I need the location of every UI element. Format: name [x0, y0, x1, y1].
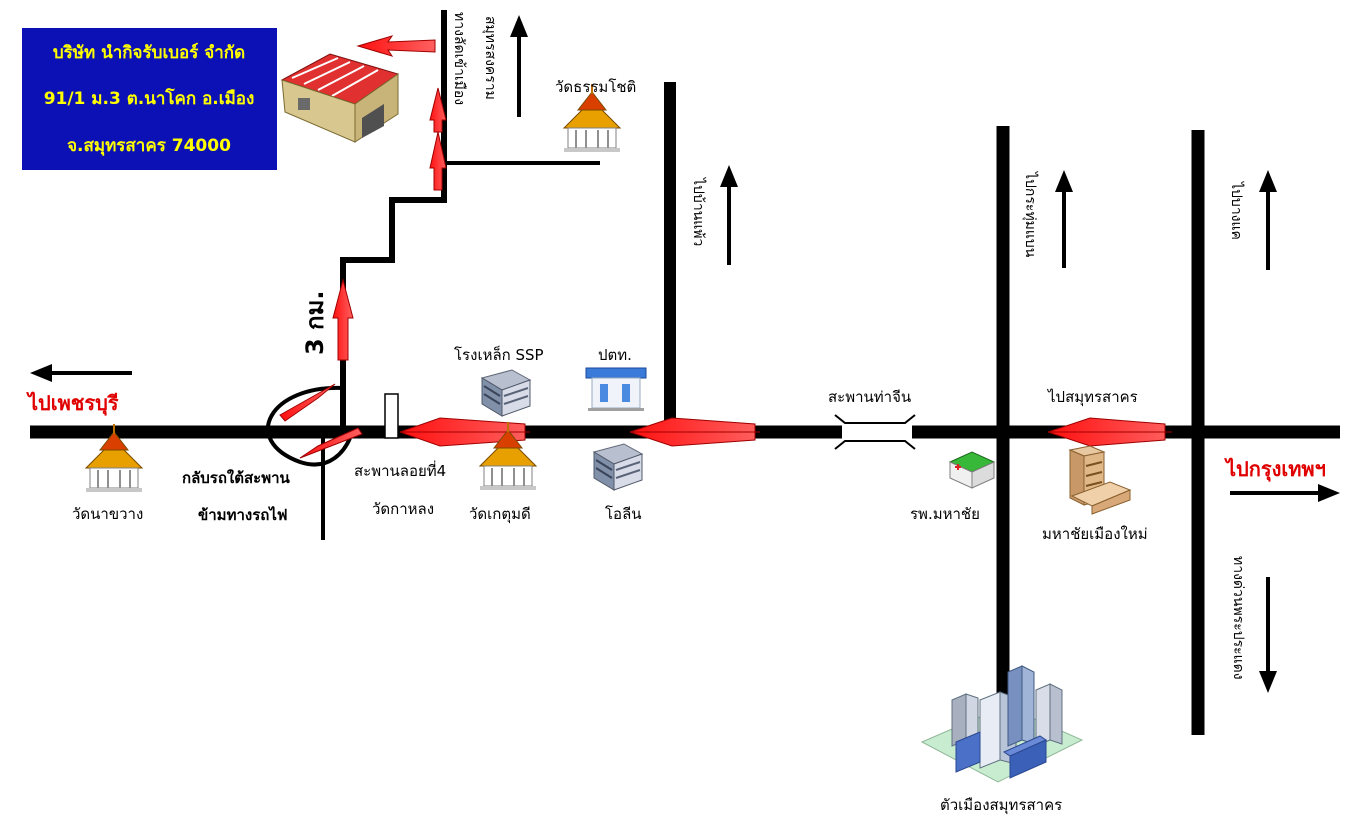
gas-station-icon — [585, 367, 647, 411]
arrow-up-icon — [1055, 170, 1073, 268]
route-arrow-icon — [399, 417, 530, 447]
to-bang-khae-label: ไปบางแค — [1228, 181, 1245, 240]
route-arrow-icon — [429, 87, 447, 133]
arrow-right-icon — [1230, 484, 1340, 502]
distance-label: 3 กม. — [301, 290, 329, 355]
mahachai-hospital-label: รพ.มหาชัย — [910, 505, 980, 523]
wat-ket-tumadi-label: วัดเกตุมดี — [469, 505, 531, 524]
direction-arrows — [30, 15, 1340, 693]
route-arrow-icon — [332, 278, 354, 361]
wat-kalong-label: วัดกาหลง — [372, 500, 434, 518]
to-bangkok-label: ไปกรุงเทพฯ — [1224, 457, 1326, 482]
route-arrow-icon — [1047, 417, 1172, 447]
factory-icon — [280, 53, 400, 143]
tha-chin-bridge-label: สะพานท่าจีน — [828, 388, 911, 406]
office-building-icon — [481, 369, 531, 417]
to-phetchaburi-label: ไปเพชรบุรี — [26, 391, 119, 416]
route-arrow-icon — [629, 417, 760, 447]
flyover-4-label: สะพานลอยที่4 — [354, 460, 446, 480]
office-building-icon — [593, 443, 643, 491]
u-turn-label-line1: กลับรถใต้สะพาน — [182, 469, 291, 487]
arrow-up-icon — [1259, 170, 1277, 270]
tha-chin-bridge-marker — [834, 414, 916, 450]
to-ban-phaeo-label: ไปบ้านแพ้ว — [690, 177, 707, 246]
route-arrows — [279, 35, 1172, 459]
steel-ssp-label: โรงเหล็ก SSP — [454, 345, 544, 364]
city-center-label: ตัวเมืองสมุทรสาคร — [940, 796, 1062, 815]
company-info-box: บริษัท นำกิจรับเบอร์ จำกัด 91/1 ม.3 ต.นา… — [22, 28, 277, 170]
arrow-down-icon — [1259, 577, 1277, 693]
to-samut-sakhon-label: ไปสมุทรสาคร — [1047, 388, 1138, 407]
arrow-up-icon — [720, 165, 738, 265]
route-arrow-icon — [356, 35, 436, 57]
u-turn-label-line2: ข้ามทางรถไฟ — [198, 505, 288, 524]
to-krathum-baen-label: ไปกระทุ่มแบน — [1022, 171, 1039, 258]
ptt-label: ปตท. — [598, 346, 632, 364]
company-province: จ.สมุทรสาคร 74000 — [67, 136, 231, 156]
arrow-left-icon — [30, 364, 132, 382]
city-bypass-label: ทางลัดเข้าเมือง — [451, 12, 467, 105]
to-samut-songkhram-label: สมุทรสงคราม — [482, 16, 498, 100]
company-name: บริษัท นำกิจรับเบอร์ จำกัด — [53, 42, 245, 63]
u-turn-loop — [266, 385, 352, 467]
wat-thammachot-label: วัดธรรมโชติ — [555, 78, 636, 96]
mahachai-building-icon — [1068, 445, 1132, 515]
route-arrow-icon — [299, 427, 363, 459]
hospital-icon — [948, 451, 996, 489]
arrow-up-icon — [510, 15, 528, 117]
city-skyline-icon — [920, 665, 1084, 783]
olean-label: โอลีน — [605, 505, 642, 523]
route-arrow-icon — [279, 383, 336, 422]
flyover-4-marker — [384, 393, 399, 439]
mahachai-muang-mai-label: มหาชัยเมืองใหม่ — [1042, 525, 1148, 543]
company-address: 91/1 ม.3 ต.นาโคก อ.เมือง — [44, 88, 255, 109]
route-arrow-icon — [429, 131, 447, 191]
to-phra-pradaeng-label: ทางด่วนพระประแดง — [1230, 556, 1246, 680]
wat-na-khwang-label: วัดนาขวาง — [72, 505, 143, 523]
